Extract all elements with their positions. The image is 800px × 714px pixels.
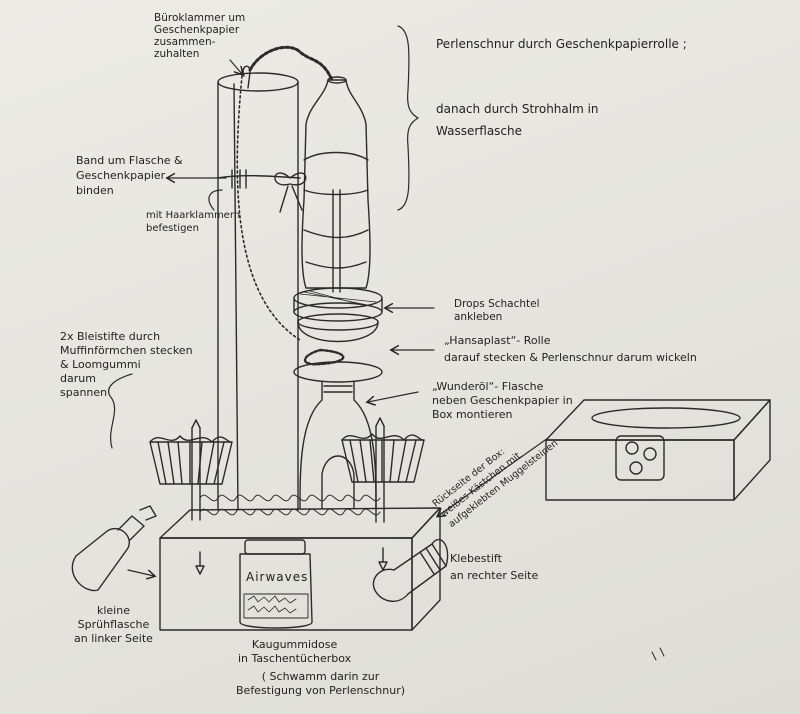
label-band: Band um Flasche & Geschenkpapier binden <box>76 154 183 197</box>
drops-box <box>293 287 383 322</box>
label-bleistifte: 2x Bleistifte durch Muffinförmchen steck… <box>60 330 193 399</box>
label-wunderoel: „Wunderöl“- Flasche neben Geschenkpapier… <box>432 380 573 421</box>
muffin-cup-right <box>341 417 425 523</box>
arrows <box>108 25 665 661</box>
label-spruehflasche: kleine Sprühflasche an linker Seite <box>74 604 153 645</box>
label-bueroklammer: Büroklammer um Geschenkpapier zusammen- … <box>154 12 246 60</box>
tissue-box <box>159 507 441 631</box>
hansaplast-roll <box>297 313 379 343</box>
label-drops: Drops Schachtel ankleben <box>454 298 540 323</box>
gift-paper-roll <box>217 65 307 511</box>
water-bottle <box>301 76 371 293</box>
label-perlenschnur-2: danach durch Strohhalm in Wasserflasche <box>436 102 599 138</box>
bead-chain <box>236 45 345 366</box>
airwaves-jar <box>239 539 313 629</box>
muffin-cup-left <box>149 419 233 521</box>
label-kaugummi: Kaugummidose in Taschentücherbox <box>238 638 352 665</box>
label-hansaplast: „Hansaplast“- Rolle darauf stecken & Per… <box>444 334 697 364</box>
label-perlenschnur-1: Perlenschnur durch Geschenkpapierrolle ; <box>436 37 687 51</box>
label-haarklammern: mit Haarklammern befestigen <box>146 210 241 234</box>
label-klebestift: Klebestift an rechter Seite <box>450 552 539 582</box>
glue-stick <box>372 538 449 602</box>
back-box <box>545 399 771 501</box>
label-airwaves: Airwaves <box>246 570 309 584</box>
loom-bands <box>199 494 381 516</box>
label-schwamm: ( Schwamm darin zur Befestigung von Perl… <box>236 670 406 697</box>
spray-bottle <box>71 505 157 592</box>
wunderoel-flask <box>293 361 383 509</box>
